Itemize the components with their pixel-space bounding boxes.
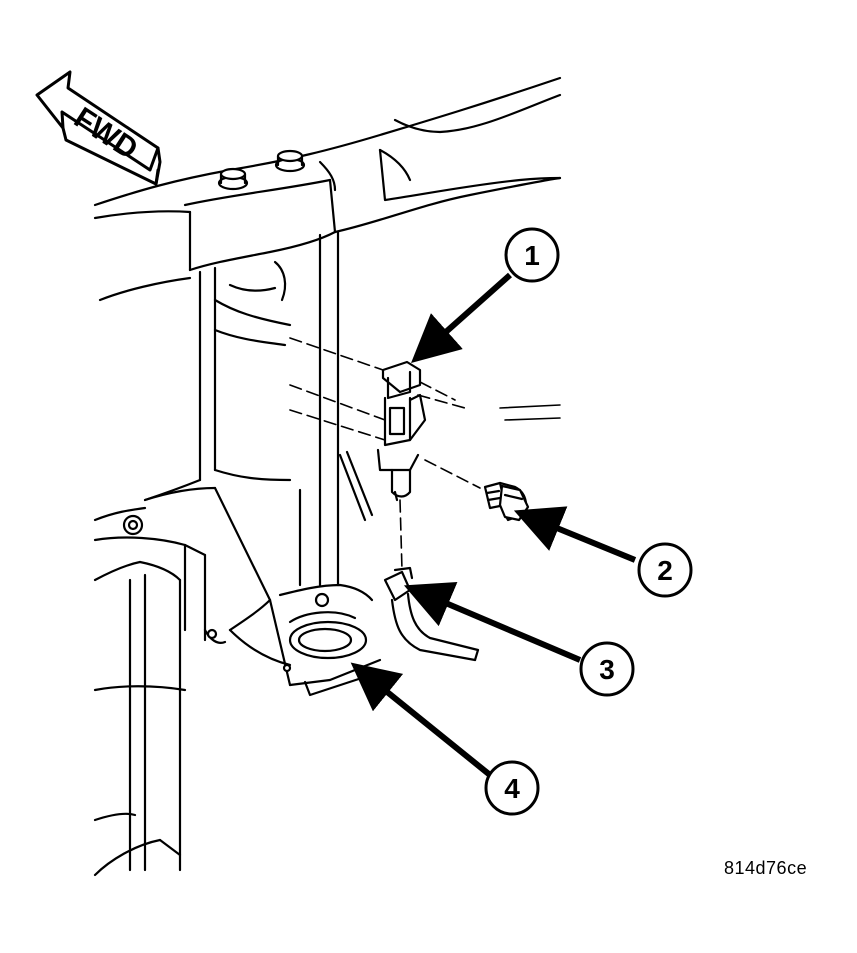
- callout-1: 1: [504, 227, 560, 283]
- leader-3: [403, 581, 582, 663]
- upper-crossmember: [93, 76, 562, 302]
- callout-1-number: 1: [524, 240, 540, 271]
- callout-4: 4: [484, 760, 540, 816]
- top-bolts: [217, 149, 306, 191]
- callout-4-number: 4: [504, 773, 520, 804]
- leader-2: [513, 506, 637, 563]
- callout-leaders: [350, 272, 637, 778]
- callout-2: 2: [637, 542, 693, 598]
- fwd-arrow: [35, 70, 162, 186]
- sensor-body: [376, 360, 427, 502]
- assembly-lines: [289, 337, 481, 571]
- leader-1: [411, 272, 512, 363]
- mounting-bolt: [483, 481, 530, 522]
- figure-code: 814d76ce: [724, 858, 808, 878]
- left-frame: [93, 506, 207, 877]
- vertical-post: [143, 230, 374, 587]
- line-art: [35, 70, 562, 877]
- callout-2-number: 2: [657, 555, 673, 586]
- leader-4: [350, 662, 492, 778]
- callout-3: 3: [579, 641, 635, 697]
- callout-3-number: 3: [599, 654, 615, 685]
- background-lines: [499, 404, 561, 421]
